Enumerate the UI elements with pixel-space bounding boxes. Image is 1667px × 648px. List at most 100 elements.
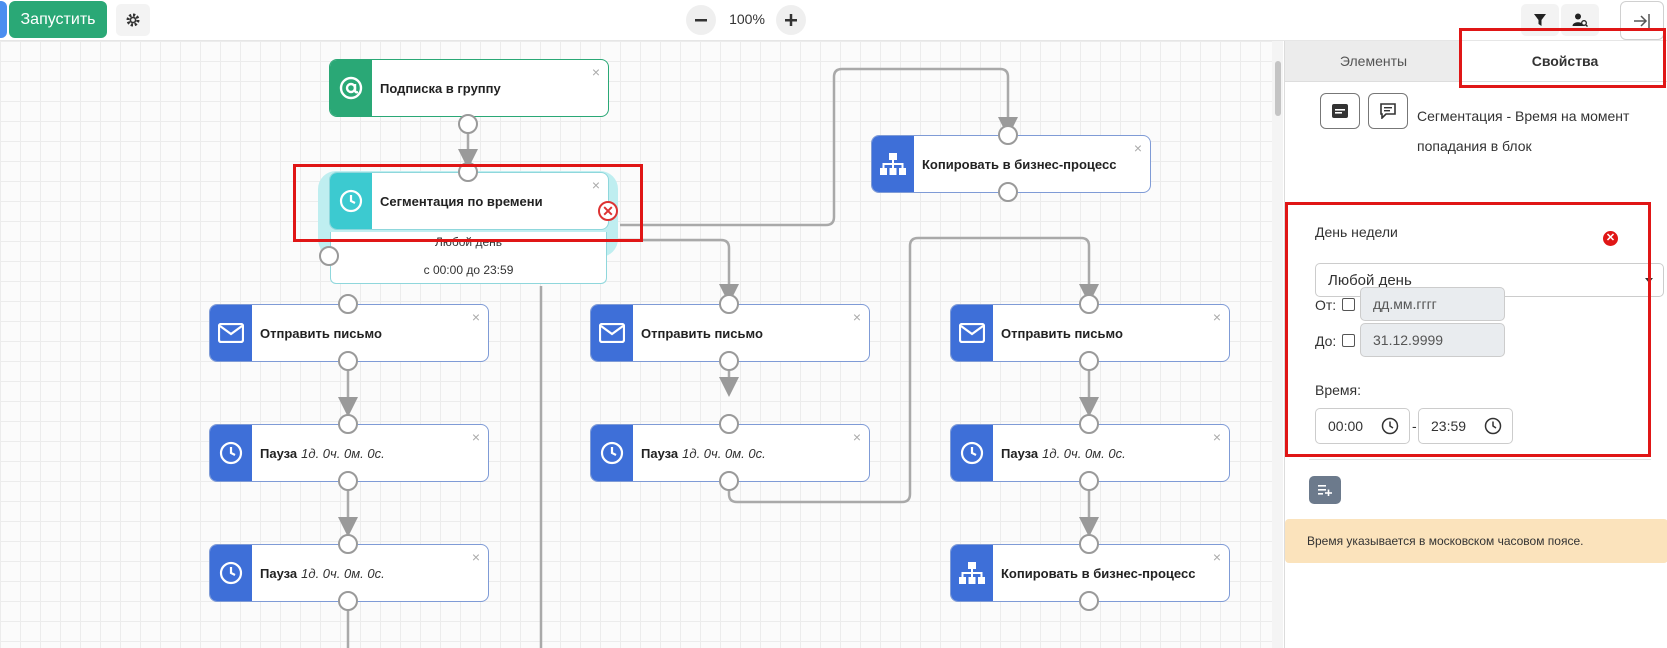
output-port[interactable] — [338, 351, 358, 371]
tab-elements[interactable]: Элементы — [1339, 53, 1408, 69]
message-square-icon — [1332, 104, 1348, 118]
pause-duration: 1д. 0ч. 0м. 0с. — [301, 445, 385, 461]
node-title: Копировать в бизнес-процесс — [1001, 565, 1196, 581]
flow-canvas[interactable]: Подписка в группу × Копировать в бизнес-… — [0, 41, 1283, 648]
output-port[interactable] — [1079, 591, 1099, 611]
collapse-panel-button[interactable] — [1620, 1, 1664, 40]
toolbar: Запустить 100% — [0, 0, 1667, 41]
output-port[interactable] — [719, 351, 739, 371]
timezone-notice: Время указывается в московском часовом п… — [1285, 519, 1667, 563]
unconnected-output-error-icon[interactable]: ✕ — [598, 201, 618, 221]
time-from-input[interactable]: 00:00 — [1315, 408, 1410, 444]
pause-label: Пауза — [260, 445, 298, 461]
description-button[interactable] — [1368, 93, 1408, 129]
clock-icon — [1484, 417, 1502, 435]
properties-panel: Элементы Свойства Сегментация - Время на… — [1284, 28, 1667, 648]
clock-icon — [339, 189, 363, 213]
tab-properties[interactable]: Свойства — [1462, 41, 1667, 81]
sitemap-icon — [880, 153, 906, 175]
output-port[interactable] — [998, 182, 1018, 202]
node-icon-area — [951, 545, 993, 601]
zoom-out-button[interactable] — [686, 5, 716, 35]
time-to-value: 23:59 — [1431, 418, 1467, 434]
input-port[interactable] — [1079, 294, 1099, 314]
node-subscribe-group[interactable]: Подписка в группу × — [329, 59, 609, 117]
divider — [1309, 459, 1651, 460]
add-condition-button[interactable] — [1309, 476, 1341, 504]
close-icon[interactable]: × — [1133, 140, 1142, 156]
input-port[interactable] — [1079, 534, 1099, 554]
clock-icon — [960, 441, 984, 465]
arrow-right-to-line-icon — [1634, 13, 1650, 28]
zoom-level: 100% — [729, 11, 765, 27]
canvas-scrollbar[interactable] — [1272, 41, 1283, 648]
from-date-input[interactable]: дд.мм.гггг — [1360, 287, 1505, 321]
sitemap-icon — [959, 562, 985, 584]
close-icon[interactable]: × — [1212, 309, 1221, 325]
node-title: Копировать в бизнес-процесс — [922, 156, 1117, 172]
segmentation-day: Любой день — [434, 235, 502, 249]
close-icon[interactable]: × — [1212, 549, 1221, 565]
input-port[interactable] — [998, 125, 1018, 145]
input-port[interactable] — [338, 414, 358, 434]
time-label: Время: — [1315, 382, 1362, 398]
annotation-highlight-conditions — [1285, 202, 1651, 457]
output-port[interactable] — [719, 471, 739, 491]
clock-icon — [600, 441, 624, 465]
output-port[interactable] — [458, 114, 478, 134]
input-port[interactable] — [1079, 414, 1099, 434]
output-port[interactable] — [1079, 351, 1099, 371]
output-port[interactable] — [319, 246, 339, 266]
node-icon-area — [951, 425, 993, 481]
close-icon[interactable]: × — [1212, 429, 1221, 445]
annotation-highlight-tab — [1459, 28, 1666, 88]
output-port[interactable] — [338, 591, 358, 611]
pause-duration: 1д. 0ч. 0м. 0с. — [682, 445, 766, 461]
close-icon[interactable]: × — [471, 549, 480, 565]
input-port[interactable] — [719, 414, 739, 434]
plus-icon — [785, 14, 797, 26]
output-port[interactable] — [338, 471, 358, 491]
from-checkbox[interactable] — [1342, 298, 1355, 311]
run-button[interactable]: Запустить — [9, 1, 107, 38]
settings-button[interactable] — [116, 4, 150, 36]
close-icon[interactable]: × — [471, 429, 480, 445]
user-search-icon — [1572, 13, 1588, 27]
close-icon[interactable]: × — [591, 64, 600, 80]
day-of-week-value: Любой день — [1328, 271, 1412, 289]
input-port[interactable] — [338, 534, 358, 554]
close-icon[interactable]: × — [852, 429, 861, 445]
segmentation-range: с 00:00 до 23:59 — [423, 263, 514, 277]
node-icon-area — [872, 136, 914, 192]
block-title: Сегментация - Время на момент попадания … — [1417, 108, 1630, 154]
comment-button[interactable] — [1320, 93, 1360, 129]
time-separator: - — [1412, 418, 1417, 434]
node-icon-area — [210, 545, 252, 601]
pause-label: Пауза — [260, 565, 298, 581]
node-icon-area — [210, 305, 252, 361]
time-to-input[interactable]: 23:59 — [1418, 408, 1513, 444]
partial-button[interactable] — [0, 1, 7, 38]
output-port[interactable] — [1079, 471, 1099, 491]
panel-tabs: Элементы Свойства — [1285, 41, 1667, 82]
input-port[interactable] — [719, 294, 739, 314]
input-port[interactable] — [458, 162, 478, 182]
to-checkbox[interactable] — [1342, 334, 1355, 347]
input-port[interactable] — [338, 294, 358, 314]
close-icon[interactable]: × — [471, 309, 480, 325]
playlist-add-icon — [1318, 485, 1332, 496]
to-date-input[interactable]: 31.12.9999 — [1360, 323, 1505, 357]
message-text-icon — [1380, 103, 1396, 119]
canvas-scrollbar-thumb[interactable] — [1275, 61, 1281, 116]
close-icon[interactable]: × — [852, 309, 861, 325]
zoom-in-button[interactable] — [776, 5, 806, 35]
node-icon-area — [210, 425, 252, 481]
remove-condition-icon[interactable]: ✕ — [1603, 231, 1618, 246]
time-from-value: 00:00 — [1328, 418, 1364, 434]
minus-icon — [695, 19, 707, 22]
close-icon[interactable]: × — [591, 177, 600, 193]
